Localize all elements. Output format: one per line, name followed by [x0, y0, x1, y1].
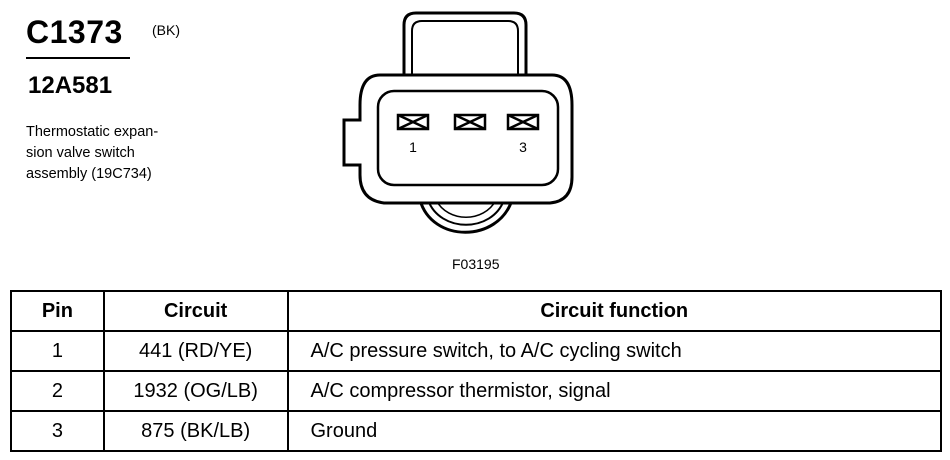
cell-circuit: 1932 (OG/LB)	[102, 370, 289, 412]
cell-pin: 1	[10, 330, 105, 372]
connector-id-underline	[26, 57, 130, 59]
terminal-3	[506, 113, 540, 131]
description-line-2: sion valve switch	[26, 145, 135, 161]
header-circuit-function: Circuit function	[286, 290, 942, 332]
cell-circuit: 441 (RD/YE)	[102, 330, 289, 372]
description-line-3: assembly (19C734)	[26, 166, 152, 182]
cell-circuit: 875 (BK/LB)	[102, 410, 289, 452]
pinout-table: Pin Circuit Circuit function 1 441 (RD/Y…	[10, 290, 942, 452]
table-row: 3 875 (BK/LB) Ground	[10, 410, 942, 452]
locking-tab-inner	[411, 20, 519, 85]
connector-seal-inner-2	[435, 199, 497, 218]
terminal-2	[453, 113, 487, 131]
description-line-1: Thermostatic expan-	[26, 124, 159, 140]
header-pin: Pin	[10, 290, 105, 332]
header-circuit: Circuit	[102, 290, 289, 332]
table-header-row: Pin Circuit Circuit function	[10, 290, 942, 332]
connector-face	[376, 89, 560, 187]
part-number: 12A581	[28, 72, 113, 99]
connector-id: C1373	[26, 14, 123, 50]
pin-label-3: 3	[519, 139, 527, 155]
cell-function: Ground	[286, 410, 942, 452]
table-row: 2 1932 (OG/LB) A/C compressor thermistor…	[10, 370, 942, 412]
connector-face-diagram: 1 3	[342, 11, 574, 234]
table-row: 1 441 (RD/YE) A/C pressure switch, to A/…	[10, 330, 942, 372]
cell-function: A/C pressure switch, to A/C cycling swit…	[286, 330, 942, 372]
pin-label-1: 1	[409, 139, 417, 155]
cell-pin: 3	[10, 410, 105, 452]
cell-pin: 2	[10, 370, 105, 412]
cell-function: A/C compressor thermistor, signal	[286, 370, 942, 412]
locking-tab	[402, 11, 528, 85]
terminal-1	[396, 113, 430, 131]
figure-code: F03195	[452, 256, 500, 272]
connector-seal	[418, 199, 514, 234]
connector-description: Thermostatic expan- sion valve switch as…	[26, 122, 226, 185]
connector-color-code: (BK)	[152, 22, 180, 38]
connector-seal-inner	[427, 199, 505, 226]
